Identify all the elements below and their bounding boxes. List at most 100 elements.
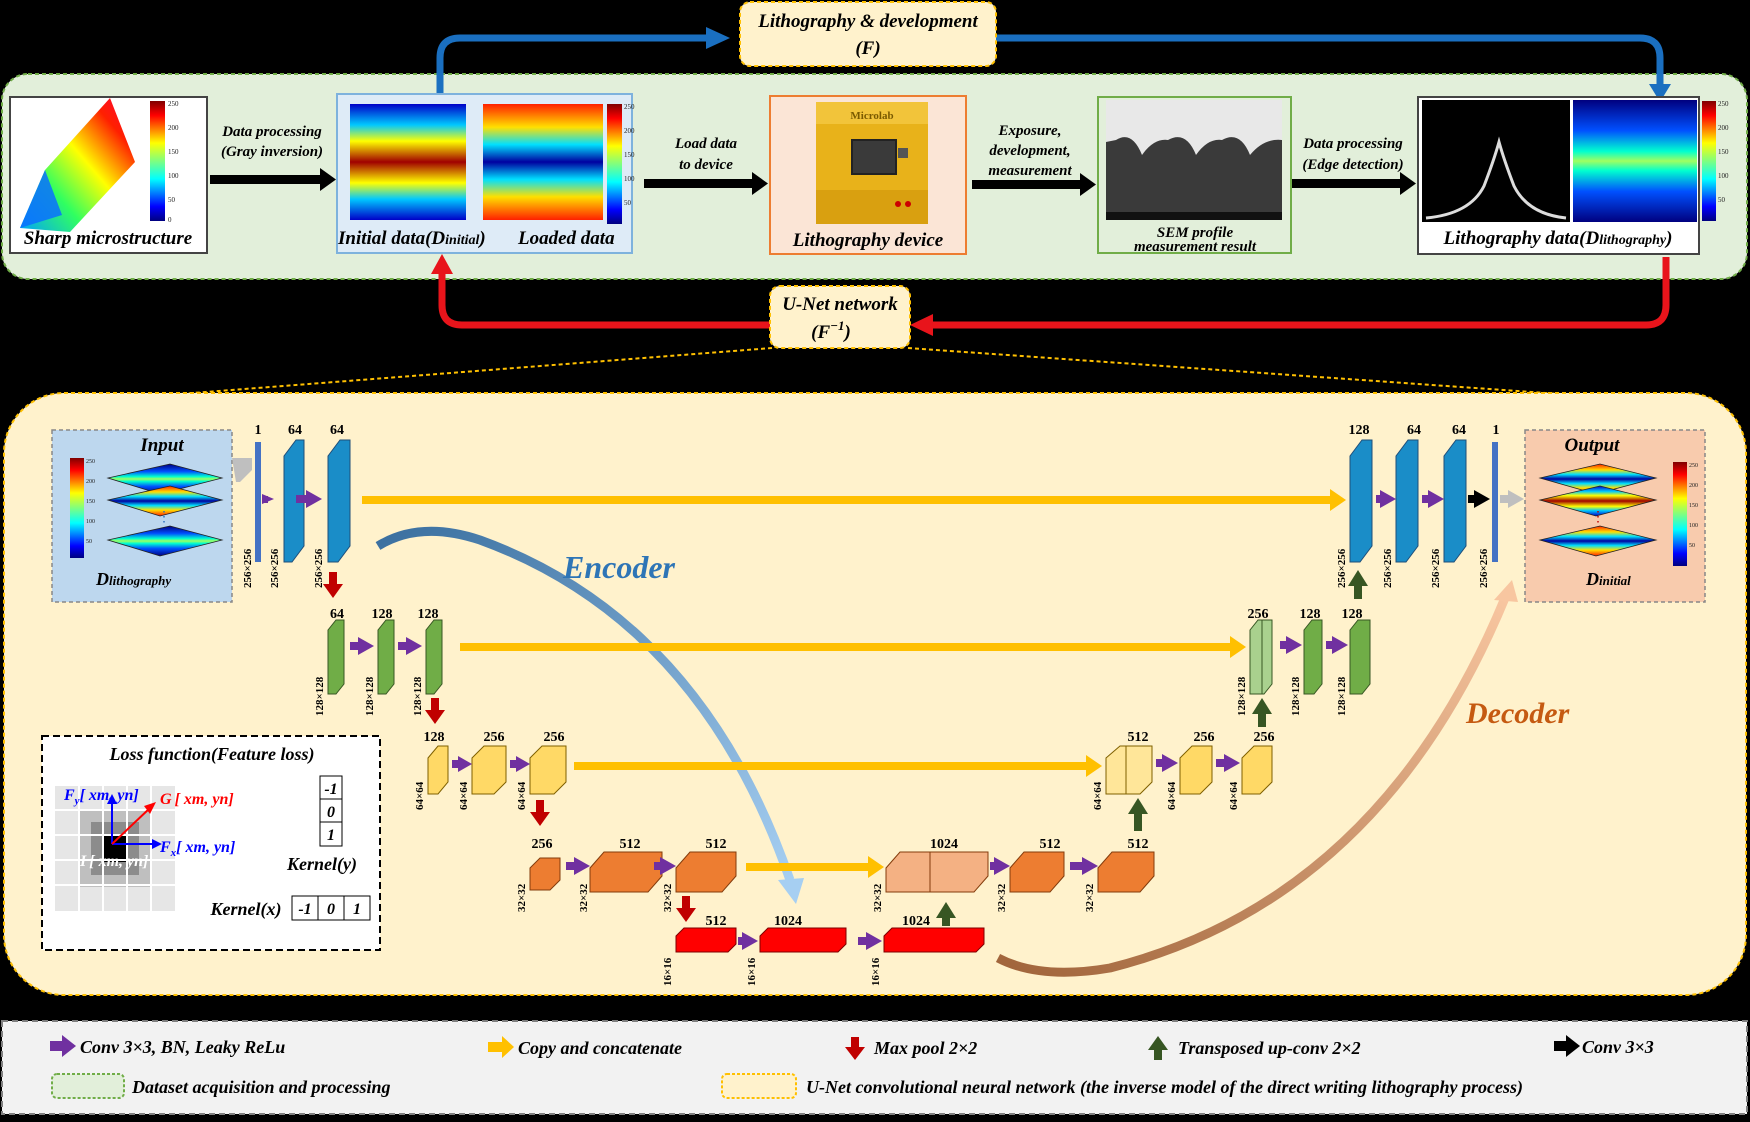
svg-text:64: 64 [1452,423,1466,438]
svg-text:200: 200 [1718,124,1729,132]
encoder-label: Encoder [562,549,676,585]
loss-title: Loss function(Feature loss) [108,744,314,765]
loss-grid [55,786,175,911]
svg-text:Conv 3×3: Conv 3×3 [1582,1037,1654,1057]
svg-text:64×64: 64×64 [1166,781,1178,810]
litho-dev-sub: (F) [855,38,880,59]
svg-text:150: 150 [168,148,179,156]
input-layer-3 [106,525,224,557]
svg-text:1: 1 [1493,423,1500,438]
svg-text:64×64: 64×64 [458,781,470,810]
svg-text:Conv 3×3, BN, Leaky ReLu: Conv 3×3, BN, Leaky ReLu [80,1037,285,1057]
svg-text:128×128: 128×128 [314,676,326,716]
svg-text:256×256: 256×256 [269,548,281,588]
svg-text:100: 100 [1718,172,1729,180]
svg-text:250: 250 [168,100,179,108]
l1-blocks [283,439,351,563]
litho-dev-label: Lithography & development [757,11,978,32]
svg-text:150: 150 [1689,503,1698,509]
svg-text:1: 1 [327,827,335,844]
output-label: Dinitial [1585,569,1631,589]
colorbar [150,101,165,221]
colorbar-ticks: 250 200 150 100 50 0 [168,100,179,224]
svg-text:256×256: 256×256 [1382,548,1394,588]
d3-blocks [1105,745,1273,795]
edge-curve [1425,136,1567,220]
legend-maxpool: Max pool 2×2 [845,1037,977,1060]
litho-data-label: Lithography data(Dlithography) [1443,228,1673,249]
decoder-label: Decoder [1465,697,1570,730]
svg-text:1024: 1024 [902,914,930,929]
legend-unet: U-Net convolutional neural network (the … [721,1073,1523,1099]
svg-text:128: 128 [1342,607,1363,622]
svg-text:16×16: 16×16 [870,957,882,986]
exp-line1: Exposure, [998,123,1062,139]
svg-text:256: 256 [544,730,565,745]
l1-ch-in: 1 [255,423,262,438]
litho-data-image [1573,100,1697,222]
svg-text:128: 128 [424,730,445,745]
dp1-line1: Data processing [221,124,322,140]
microlab-text: Microlab [850,110,893,122]
svg-text:512: 512 [1128,730,1149,745]
svg-text:64×64: 64×64 [1092,781,1104,810]
svg-text:64×64: 64×64 [516,781,528,810]
sem-line2: measurement result [1134,239,1257,255]
svg-text:50: 50 [1718,196,1726,204]
l1-ch-a: 64 [288,423,302,438]
legend-dataset: Dataset acquisition and processing [51,1073,391,1099]
svg-text:100: 100 [168,172,179,180]
svg-text:50: 50 [168,196,176,204]
svg-text:1024: 1024 [930,837,958,852]
svg-text:-1: -1 [298,901,311,918]
svg-text:512: 512 [620,837,641,852]
svg-text:256×256: 256×256 [1478,548,1490,588]
svg-text:128: 128 [372,607,393,622]
unet-network-label: U-Net network [782,294,898,315]
svg-text:512: 512 [706,837,727,852]
kernel-x-label: Kernel(x) [210,899,282,920]
loss-fy: Fy[ xm, yn] [63,787,139,807]
dp2-line1: Data processing [1302,136,1403,152]
unet-network-box [769,285,911,349]
svg-text:16×16: 16×16 [662,957,674,986]
l2-blocks [327,619,443,695]
kernel-y-label: Kernel(y) [286,854,357,875]
svg-text:Transposed up-conv 2×2: Transposed up-conv 2×2 [1178,1038,1361,1058]
sharp-label: Sharp microstructure [24,228,193,249]
svg-text:U-Net convolutional neural net: U-Net convolutional neural network (the … [806,1077,1523,1098]
svg-text:50: 50 [624,199,632,207]
unet-network-sub: (F−1) [811,318,851,343]
output-layer-1 [1538,463,1658,495]
input-layer-2 [106,485,224,517]
litho-dev-box [739,1,997,67]
svg-text:64×64: 64×64 [414,781,426,810]
arrow-exposure [1080,173,1096,196]
svg-text:250: 250 [86,459,95,465]
svg-text:0: 0 [327,804,335,821]
svg-text:200: 200 [1689,483,1698,489]
load-line2: to device [679,157,733,173]
svg-text:⋮: ⋮ [157,510,171,525]
input-layer-1 [106,463,224,495]
dp1-line2: (Gray inversion) [221,144,323,160]
device-label: Lithography device [792,230,944,251]
svg-text:128×128: 128×128 [1336,676,1348,716]
input-title: Input [139,435,184,456]
blue-arrow-right [996,34,1664,88]
dp2-line2: (Edge detection) [1302,157,1403,173]
svg-text:32×32: 32×32 [872,883,884,912]
svg-text:512: 512 [706,914,727,929]
svg-text:32×32: 32×32 [996,883,1008,912]
svg-text:100: 100 [624,175,635,183]
input-label: Dlithography [95,569,171,589]
d1-blocks [1349,439,1467,563]
svg-text:64: 64 [330,607,344,622]
svg-text:256: 256 [484,730,505,745]
output-channel [1492,442,1498,562]
svg-text:200: 200 [624,127,635,135]
svg-text:250: 250 [1718,100,1729,108]
exp-line3: measurement [988,163,1072,179]
legend-copy: Copy and concatenate [488,1036,682,1058]
